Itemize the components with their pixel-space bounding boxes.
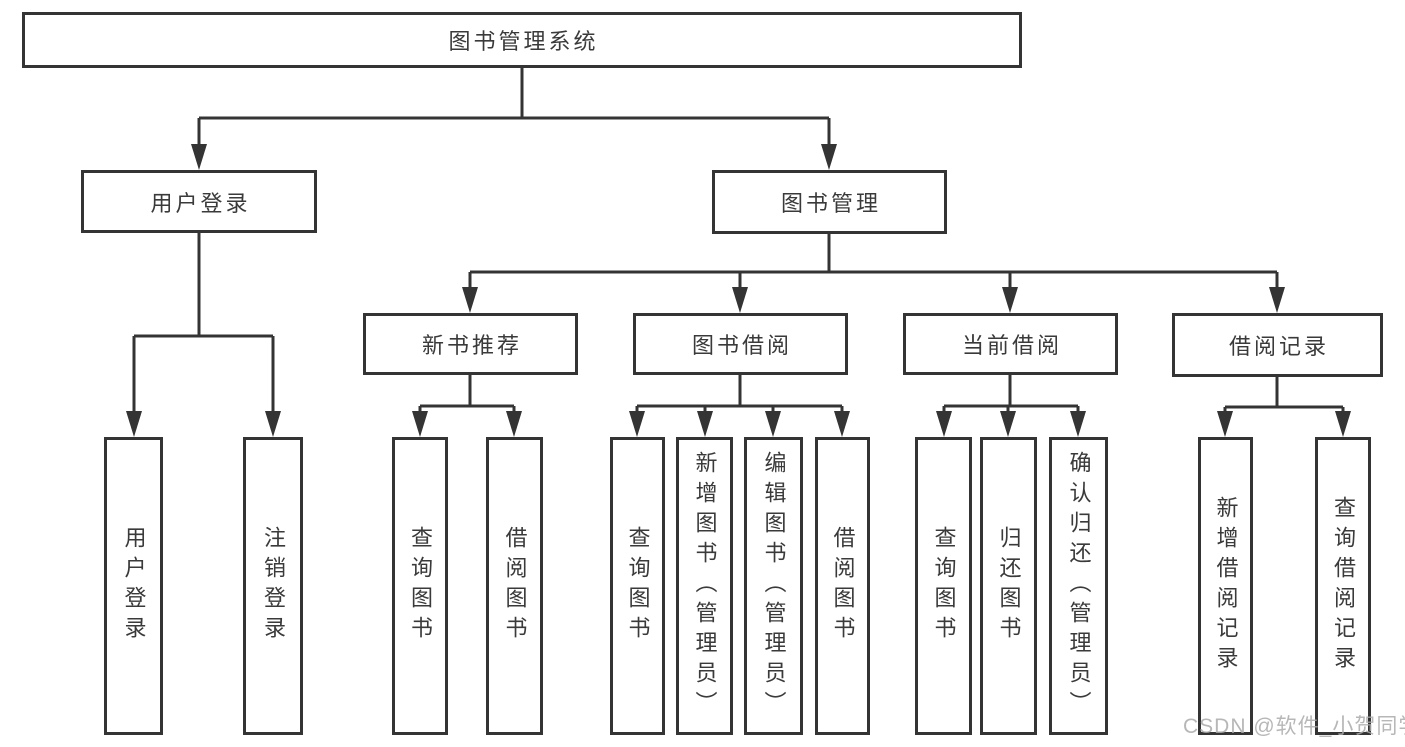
leaf-query-books-2: 查询图书 — [610, 437, 665, 735]
leaf-label: 查询图书 — [931, 526, 957, 646]
node-label: 用户登录 — [150, 190, 251, 216]
leaf-label: 查询图书 — [625, 526, 651, 646]
leaf-label: 新增图书（管理员） — [692, 451, 718, 721]
node-label: 图书管理 — [780, 191, 881, 216]
node-label: 新书推荐 — [421, 333, 522, 358]
leaf-return-books: 归还图书 — [980, 437, 1037, 735]
leaf-label: 借阅图书 — [830, 526, 856, 646]
node-label: 当前借阅 — [961, 333, 1062, 358]
leaf-label: 新增借阅记录 — [1213, 496, 1239, 676]
node-label: 借阅记录 — [1228, 334, 1329, 359]
node-new-book-recommend: 新书推荐 — [363, 313, 578, 375]
leaf-label: 借阅图书 — [502, 526, 528, 646]
leaf-borrow-books-1: 借阅图书 — [486, 437, 543, 735]
node-user-login: 用户登录 — [81, 170, 317, 233]
leaf-label: 编辑图书（管理员） — [761, 451, 787, 721]
leaf-label: 查询借阅记录 — [1331, 496, 1356, 676]
arrowheads — [126, 144, 1351, 437]
leaf-confirm-return-admin: 确认归还（管理员） — [1049, 437, 1108, 735]
node-label: 图书借阅 — [691, 333, 792, 358]
leaf-label: 归还图书 — [996, 526, 1022, 646]
leaf-edit-books-admin: 编辑图书（管理员） — [744, 437, 803, 735]
leaf-query-borrow-record: 查询借阅记录 — [1315, 437, 1371, 735]
leaf-query-books-3: 查询图书 — [915, 437, 972, 735]
leaf-query-books-1: 查询图书 — [392, 437, 448, 735]
leaf-user-login: 用户登录 — [104, 437, 163, 735]
node-book-management: 图书管理 — [712, 170, 947, 234]
leaf-label: 确认归还（管理员） — [1066, 451, 1092, 721]
node-label: 图书管理系统 — [448, 29, 599, 54]
leaf-label: 查询图书 — [408, 526, 433, 646]
node-book-borrowing: 图书借阅 — [633, 313, 848, 375]
leaf-add-borrow-record: 新增借阅记录 — [1198, 437, 1253, 735]
leaf-borrow-books-2: 借阅图书 — [815, 437, 870, 735]
leaf-add-books-admin: 新增图书（管理员） — [676, 437, 733, 735]
leaf-logout: 注销登录 — [243, 437, 303, 735]
leaf-label: 用户登录 — [121, 526, 147, 646]
node-library-system: 图书管理系统 — [22, 12, 1022, 68]
node-current-borrowing: 当前借阅 — [903, 313, 1118, 375]
leaf-label: 注销登录 — [261, 526, 286, 646]
node-borrow-records: 借阅记录 — [1172, 313, 1383, 377]
